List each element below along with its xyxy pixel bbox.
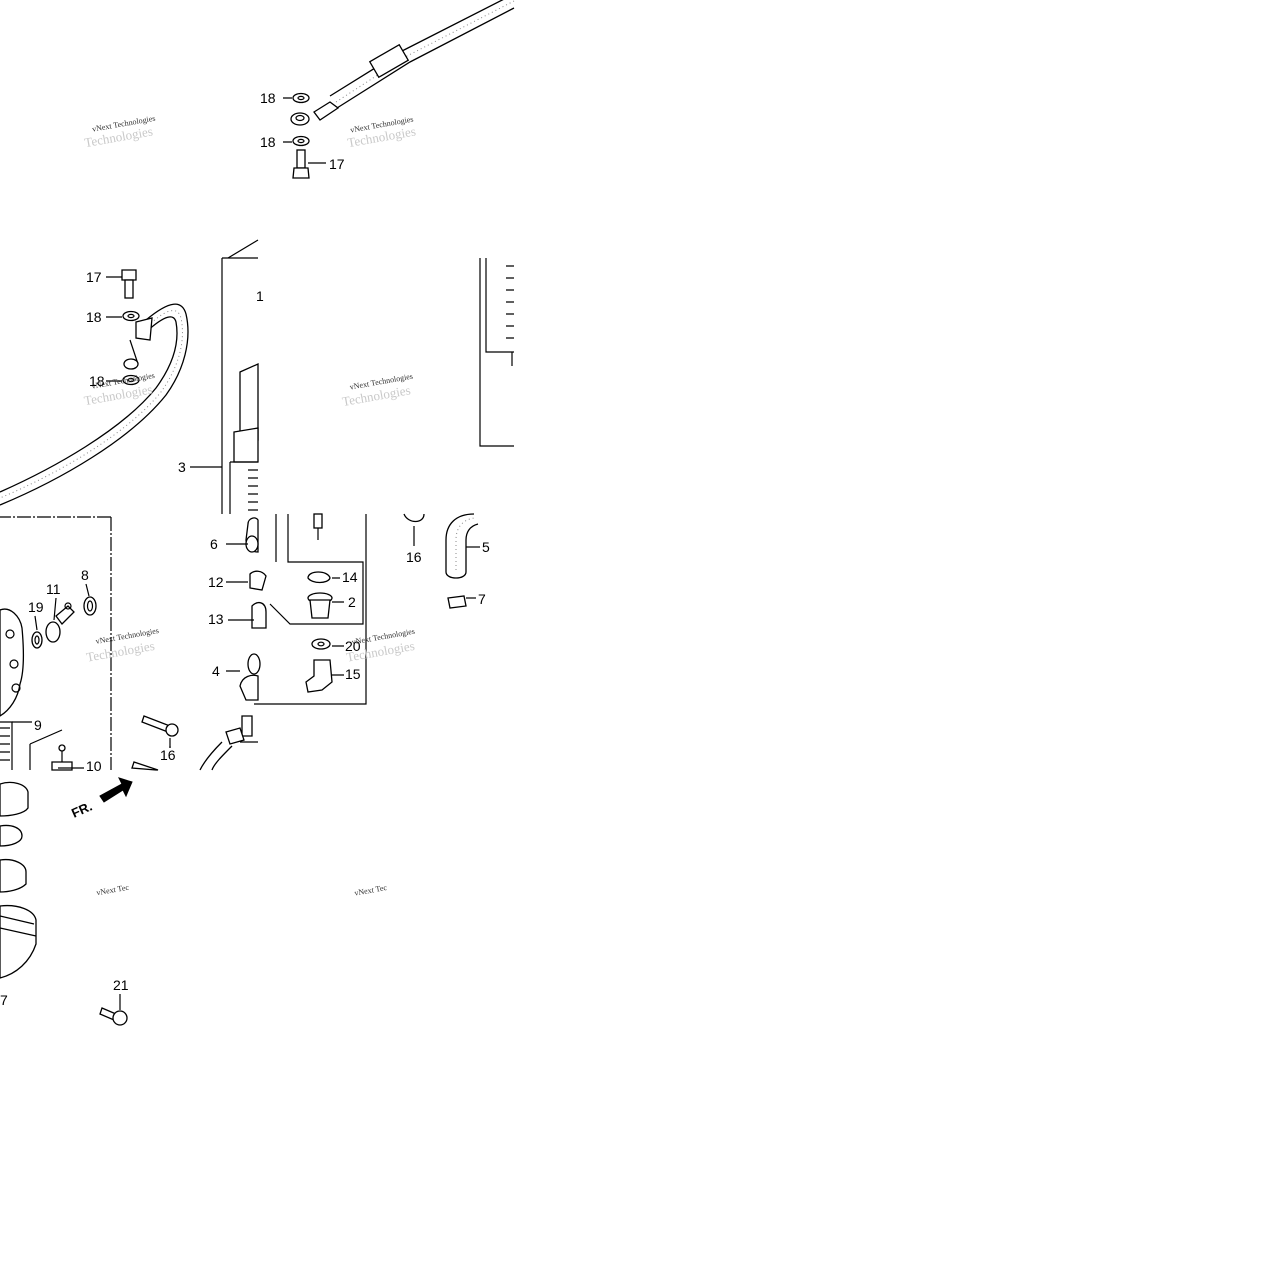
o-ring <box>31 631 43 649</box>
spring-detail <box>479 258 514 447</box>
watermark: vNext Tec <box>96 883 130 898</box>
callout-15: 15 <box>345 666 361 682</box>
sealing-washer <box>122 374 140 386</box>
oil-bolt <box>292 149 310 179</box>
callout-9: 9 <box>34 717 42 733</box>
pushrod-nut <box>249 570 267 591</box>
watermark: vNext Tec <box>354 883 388 898</box>
callout-1: 1 <box>256 288 264 304</box>
watermark: Technologies vNext Technologies <box>346 115 417 151</box>
callout-13: 13 <box>208 611 224 627</box>
sealing-washer <box>292 92 310 104</box>
pushrod <box>199 653 261 771</box>
retaining-screw <box>313 513 323 540</box>
callout-7: 7 <box>0 992 8 1008</box>
callout-7: 7 <box>478 591 486 607</box>
hose-clip <box>447 595 476 609</box>
callout-18: 18 <box>86 309 102 325</box>
front-direction-label: FR. <box>69 799 94 821</box>
watermark-text: vNext Tec <box>96 883 130 898</box>
callout-3: 3 <box>178 459 186 475</box>
snap-ring <box>83 596 97 616</box>
callout-20: 20 <box>345 638 361 654</box>
lower-hose-assembly <box>0 303 189 506</box>
master-cylinder-assembly <box>221 239 259 514</box>
watermark: Technologies vNext Technologies <box>341 372 414 409</box>
callout-12: 12 <box>208 574 224 590</box>
reservoir-bolt <box>99 994 128 1026</box>
watermark: Technologies vNext Technologies <box>83 114 156 150</box>
callout-6: 6 <box>210 536 218 552</box>
snap-ring <box>307 571 331 584</box>
callout-10: 10 <box>86 758 102 774</box>
callout-4: 4 <box>212 663 220 679</box>
pushrod-joint <box>251 601 267 629</box>
callout-16: 16 <box>160 747 176 763</box>
callout-17: 17 <box>86 269 102 285</box>
pushrod-boot <box>245 517 259 553</box>
oil-bolt <box>121 269 137 299</box>
callout-19: 19 <box>28 599 44 615</box>
hose-joint <box>45 602 75 643</box>
watermark: Technologies vNext Technologies <box>85 626 159 665</box>
nut <box>311 638 331 650</box>
callout-16: 16 <box>406 549 422 565</box>
callout-14: 14 <box>342 569 358 585</box>
upper-hose-assembly <box>290 0 515 126</box>
clevis-pin <box>403 513 425 546</box>
callout-2: 2 <box>348 594 356 610</box>
callout-18: 18 <box>260 134 276 150</box>
mounting-bolt <box>131 715 179 771</box>
callout-11: 11 <box>46 581 61 597</box>
piston-kit-box <box>0 514 367 770</box>
boot <box>307 592 333 619</box>
callout-5: 5 <box>482 539 490 555</box>
callout-18: 18 <box>89 373 105 389</box>
sealing-washer <box>292 135 310 147</box>
reservoir-cap-plug <box>29 729 73 771</box>
callout-17: 17 <box>329 156 345 172</box>
callout-21: 21 <box>113 977 129 993</box>
callout-8: 8 <box>81 567 89 583</box>
callout-18: 18 <box>260 90 276 106</box>
watermark-text: vNext Tec <box>354 883 388 898</box>
reservoir-stack <box>0 781 37 979</box>
reservoir-hose <box>445 513 480 579</box>
sealing-washer <box>122 310 140 322</box>
pushrod-clevis <box>305 659 333 693</box>
front-direction-marker: FR. <box>69 777 133 821</box>
master-cylinder-body <box>0 608 32 770</box>
